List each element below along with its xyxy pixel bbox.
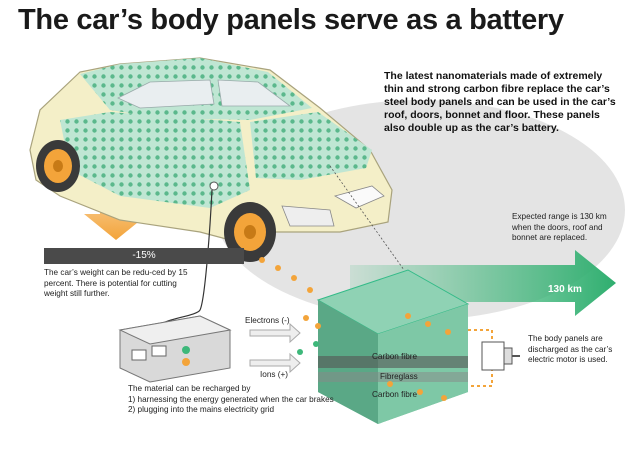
motor-text: The body panels are discharged as the ca… [528,334,613,364]
page-title: The car’s body panels serve as a battery [18,4,564,36]
car [29,57,393,262]
ion-arrow [249,352,301,374]
recharge-item-1: 1) harnessing the energy generated when … [128,394,334,404]
range-text: Expected range is 130 km when the doors,… [512,212,607,242]
layer-carbon-top: Carbon fibre [372,352,418,361]
electron-arrow [249,322,301,344]
layer-carbon-bottom: Carbon fibre [372,390,418,399]
electric-motor [481,341,520,371]
recharge-item-2: 2) plugging into the mains electricity g… [128,405,275,414]
charger-unit [118,315,232,383]
battery-panel [316,269,470,424]
intro-text: The latest nanomaterials made of extreme… [384,70,616,134]
weight-badge: -15% [44,248,244,264]
particle-dots [259,257,451,401]
front-wheel [224,202,276,262]
recharge-text: The material can be recharged by 1) harn… [128,384,388,416]
electrons-label: Electrons (-) [245,316,290,325]
rear-wheel [36,140,80,192]
range-value: 130 km [548,284,582,295]
leader-line [329,165,405,271]
recharge-intro: The material can be recharged by [128,384,251,393]
ions-label: Ions (+) [260,370,288,379]
layer-fibreglass: Fibreglass [380,372,418,381]
weight-text: The car’s weight can be redu-ced by 15 p… [44,268,188,298]
